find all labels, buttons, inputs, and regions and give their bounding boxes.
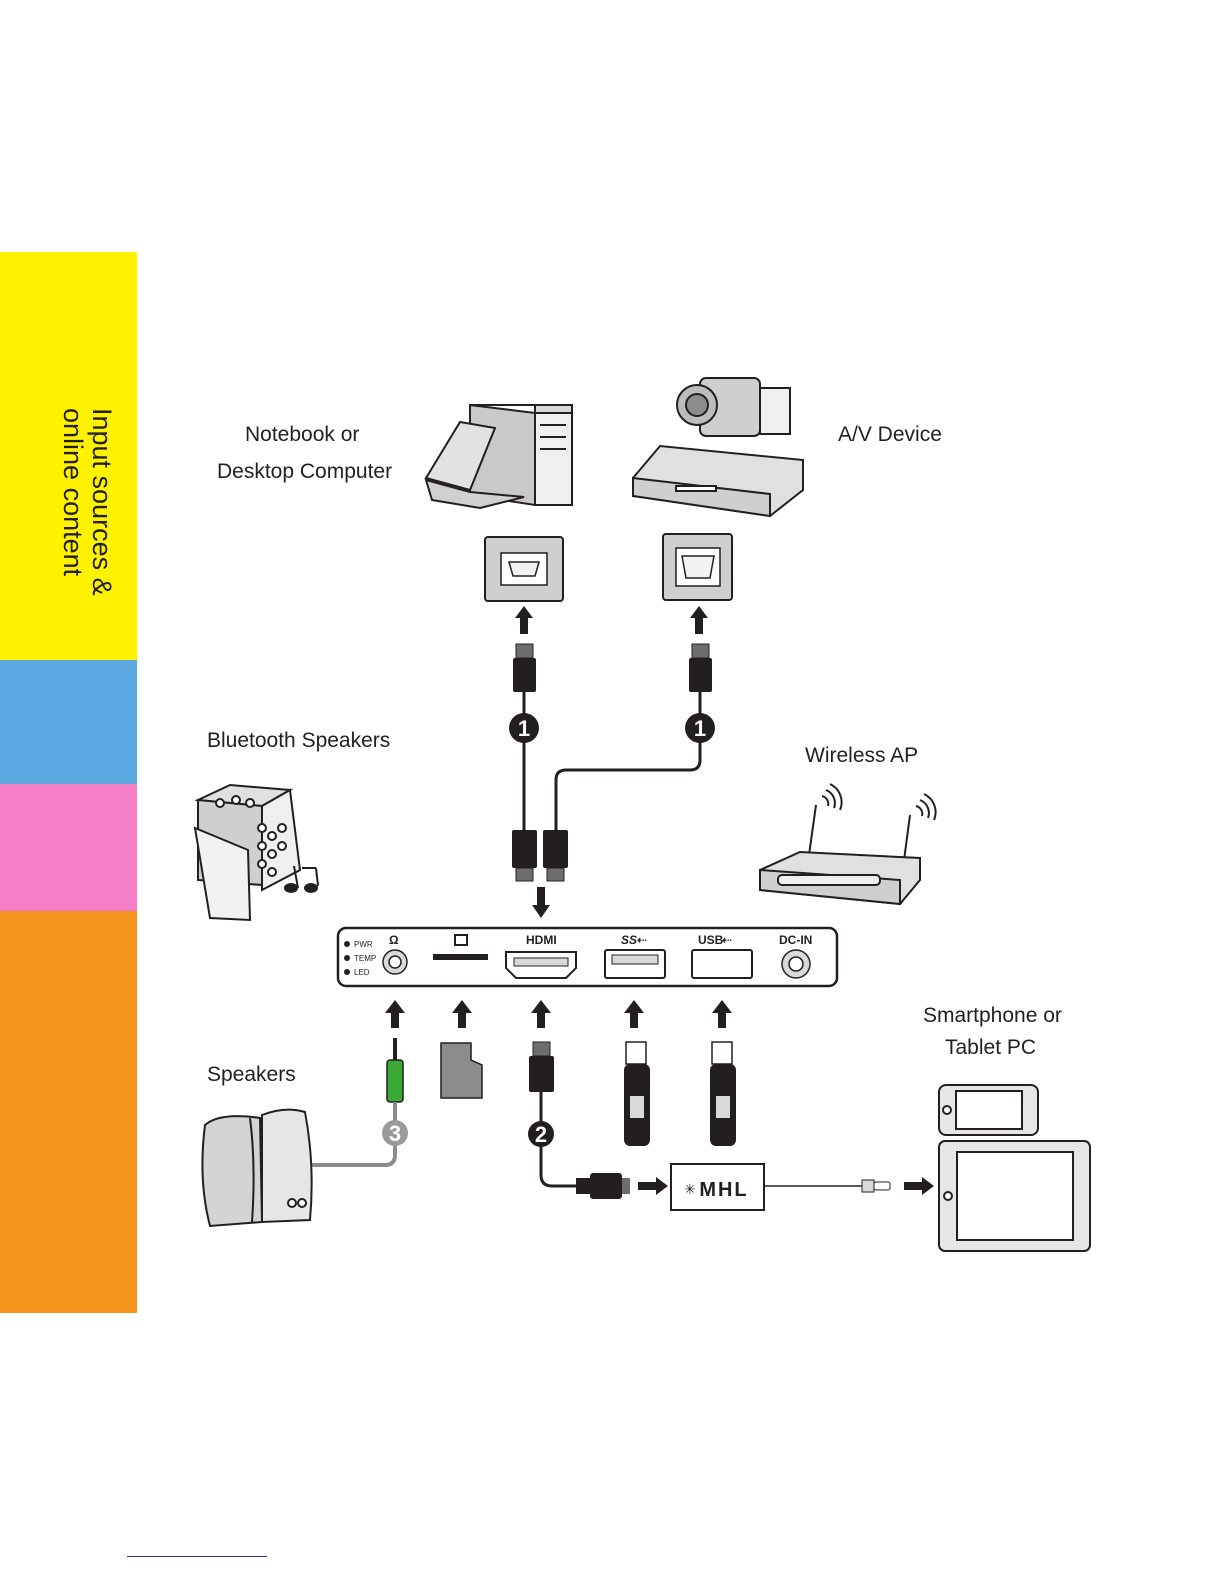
wireless-ap-icon <box>760 784 936 904</box>
bluetooth-speakers-icon <box>195 785 300 920</box>
port-label-hdmi: HDMI <box>526 933 557 947</box>
arrow-group-top <box>515 606 708 634</box>
usb-drive-2 <box>710 1042 736 1146</box>
footer-link-underline[interactable] <box>127 1556 267 1557</box>
label-computer-line1: Notebook or <box>245 423 359 446</box>
arrow-down-to-hdmi <box>532 887 550 918</box>
hdmi-cables <box>524 692 700 830</box>
badge-2: 2 <box>535 1122 547 1147</box>
indicator-pwr: PWR <box>354 940 373 949</box>
hdmi-output-computer <box>485 537 563 601</box>
label-av-device: A/V Device <box>838 423 942 446</box>
mhl-star-icon: ✳ <box>684 1182 696 1198</box>
av-device-icon <box>633 378 803 516</box>
svg-text:1: 1 <box>694 716 706 741</box>
tablet-icon <box>939 1141 1090 1251</box>
micro-sd-card-icon <box>441 1043 482 1098</box>
mhl-logo: MHL <box>699 1179 748 1201</box>
badge-1-right: 1 <box>685 713 715 743</box>
usb3-logo-icon: SS⇠ <box>621 933 647 947</box>
indicator-temp: TEMP <box>354 954 376 963</box>
label-smartphone-line2: Tablet PC <box>945 1036 1036 1059</box>
badge-3: 3 <box>389 1121 401 1146</box>
port-label-usb: USB <box>698 933 724 947</box>
audio-cable: 3 <box>312 1038 408 1165</box>
speakers-icon <box>202 1110 311 1226</box>
usb-symbol-icon: ⇠ <box>722 933 732 947</box>
label-bluetooth-speakers: Bluetooth Speakers <box>207 729 390 752</box>
svg-text:1: 1 <box>518 716 530 741</box>
smartphone-icon <box>939 1085 1038 1135</box>
indicator-led: LED <box>354 968 370 977</box>
computer-icon <box>426 405 572 508</box>
port-label-dc-in: DC-IN <box>779 933 812 947</box>
label-wireless-ap: Wireless AP <box>805 744 918 767</box>
mhl-adapter: MHL ✳ <box>671 1164 934 1210</box>
usb-drive-1 <box>624 1042 650 1146</box>
label-computer-line2: Desktop Computer <box>217 460 392 483</box>
label-speakers: Speakers <box>207 1063 296 1086</box>
hdmi-plug-top-left <box>513 644 536 692</box>
headphone-icon: Ω <box>389 933 399 947</box>
label-smartphone-line1: Smartphone or <box>923 1004 1062 1027</box>
badge-1-left: 1 <box>509 713 539 743</box>
hdmi-plug-top-right <box>689 644 712 692</box>
hdmi-plug-pair <box>512 830 568 881</box>
hdmi-output-av <box>663 534 732 600</box>
arrow-group-bottom <box>385 1000 732 1028</box>
projector-io-panel: PWR TEMP LED Ω HDMI SS⇠ USB ⇠ DC-IN <box>338 928 837 986</box>
